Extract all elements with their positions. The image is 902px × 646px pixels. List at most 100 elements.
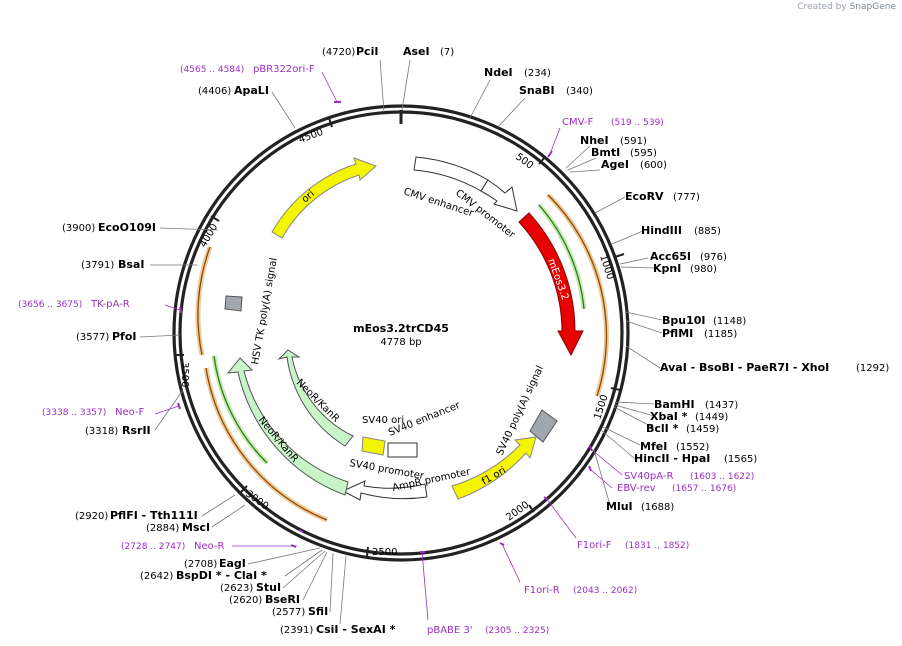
map-text: (3577) — [76, 332, 109, 343]
map-text: (4565 .. 4584) — [180, 65, 244, 75]
map-text: (1565) — [724, 454, 757, 465]
map-text: pBABE 3' — [427, 625, 473, 636]
site-sfii: (2577)SfiI — [272, 605, 328, 618]
feature-neo-inner — [277, 349, 354, 447]
map-text: (3791) — [81, 260, 114, 271]
map-text: RsrII — [122, 424, 151, 437]
map-text: (2708) — [184, 559, 217, 570]
map-text: (2920) — [75, 511, 108, 522]
site-acc65i: Acc65I(976) — [650, 250, 727, 263]
map-text: (3656 .. 3675) — [18, 300, 82, 310]
feature-ori — [271, 157, 377, 239]
map-text: ApaLI — [234, 84, 269, 97]
map-text: (234) — [524, 68, 551, 79]
primer-ebv-rev: EBV-rev (1657 .. 1676) — [617, 483, 736, 494]
site-msci: (2884)MscI — [146, 521, 210, 534]
site-hincii-hpai: HincII - HpaI (1565) — [634, 452, 757, 465]
map-text: (4406) — [198, 86, 231, 97]
map-text: (1437) — [705, 400, 738, 411]
site-csii-sexai: (2391)CsiI - SexAI * — [280, 623, 396, 636]
site-asei: AseI(7) — [403, 45, 454, 58]
map-text: (2623) — [220, 583, 253, 594]
map-text: MscI — [182, 521, 210, 534]
map-text: (2728 .. 2747) — [121, 542, 185, 552]
primer-leaders — [154, 71, 623, 621]
map-text: (2391) — [280, 625, 313, 636]
map-text: (1148) — [713, 316, 746, 327]
site-bpu10i: Bpu10I(1148) — [662, 314, 746, 327]
map-text: MluI — [606, 500, 633, 513]
map-text: EBV-rev — [617, 483, 656, 494]
tick-label-2500: 2500 — [372, 547, 397, 558]
site-bmti: BmtI (595) — [591, 146, 657, 159]
map-text: Neo-R — [194, 541, 225, 552]
map-text: XbaI * — [650, 410, 688, 423]
tick-4500 — [328, 117, 333, 128]
map-text: BsaI — [118, 258, 144, 271]
map-text: HindIII — [641, 224, 682, 237]
site-leaders — [139, 59, 663, 625]
site-bseri: (2620)BseRI — [229, 593, 300, 606]
label-sv40-promoter: SV40 promoter — [348, 458, 425, 482]
map-text: TK-pA-R — [90, 299, 130, 310]
map-text: (2577) — [272, 607, 305, 618]
map-text: (777) — [673, 192, 700, 203]
map-text: (519 .. 539) — [611, 118, 664, 128]
primer-pbabe-3: pBABE 3' (2305 .. 2325) — [427, 625, 549, 636]
map-text: KpnI — [653, 262, 681, 275]
map-text: SV40pA-R — [624, 471, 673, 482]
site-snabi: SnaBI(340) — [519, 84, 593, 97]
map-text: HincII - HpaI — [634, 452, 710, 465]
site-pcii: (4720)PciI — [322, 45, 378, 58]
map-text: (1449) — [695, 412, 728, 423]
feature-cmv-promoter — [480, 179, 518, 212]
site-bspdi-clai: (2642)BspDI * - ClaI * — [140, 569, 267, 582]
map-text: BseRI — [265, 593, 300, 606]
feature-sv40-ori — [361, 436, 386, 456]
site-pflfi-tth111i: (2920)PflFI - Tth111I — [75, 509, 198, 522]
feature-cmv-enhancer — [413, 156, 489, 192]
site-ecoo109i: (3900)EcoO109I — [62, 221, 156, 234]
map-text: (3338 .. 3357) — [42, 408, 106, 418]
map-text: (1657 .. 1676) — [672, 484, 736, 494]
map-text: EcoO109I — [98, 221, 156, 234]
map-text: (2305 .. 2325) — [485, 626, 549, 636]
map-text: BamHI — [654, 398, 695, 411]
site-hindiii: HindIII (885) — [641, 224, 721, 237]
feature-hsv-tk-polya — [224, 295, 243, 312]
map-text: pBR322ori-F — [253, 64, 315, 75]
site-avai-group: AvaI - BsoBI - PaeR7I - XhoI(1292) — [660, 361, 889, 374]
orf-green-right — [538, 204, 585, 310]
map-text: BmtI — [591, 146, 620, 159]
site-eagi: (2708)EagI — [184, 557, 246, 570]
feature-f1-ori — [451, 436, 537, 500]
map-text: SnaBI — [519, 84, 555, 97]
map-text: CsiI - SexAI * — [316, 623, 396, 636]
site-mfei: MfeI(1552) — [640, 440, 709, 453]
site-bcli: BclI *(1459) — [646, 422, 719, 435]
map-text: EcoRV — [625, 190, 664, 203]
map-text: PciI — [356, 45, 378, 58]
feature-sv40-enhancer — [387, 442, 418, 458]
orf-left — [205, 367, 328, 521]
orf-green-left — [213, 355, 268, 464]
primer-tk-pa-r: (3656 .. 3675) TK-pA-R — [18, 299, 130, 310]
map-text: PflMI — [662, 327, 693, 340]
primer-sv40pa-r: SV40pA-R(1603 .. 1622) — [624, 471, 754, 482]
map-text: (595) — [630, 148, 657, 159]
map-text: (3900) — [62, 223, 95, 234]
feature-neo-outer — [226, 357, 349, 496]
map-text: EagI — [219, 557, 246, 570]
map-text: (885) — [694, 226, 721, 237]
map-text: (2884) — [146, 523, 179, 534]
label-sv40-ori: SV40 ori — [362, 415, 404, 426]
primer-neo-r: (2728 .. 2747) Neo-R — [121, 541, 225, 552]
tick-marks — [175, 117, 625, 557]
label-hsv-tk-polya: HSV TK poly(A) signal — [250, 257, 280, 366]
site-bamhi: BamHI (1437) — [654, 398, 738, 411]
map-text: (980) — [690, 264, 717, 275]
map-text: (600) — [640, 160, 667, 171]
credit-brand: SnapGene — [849, 2, 896, 12]
map-text: BclI * — [646, 422, 679, 435]
